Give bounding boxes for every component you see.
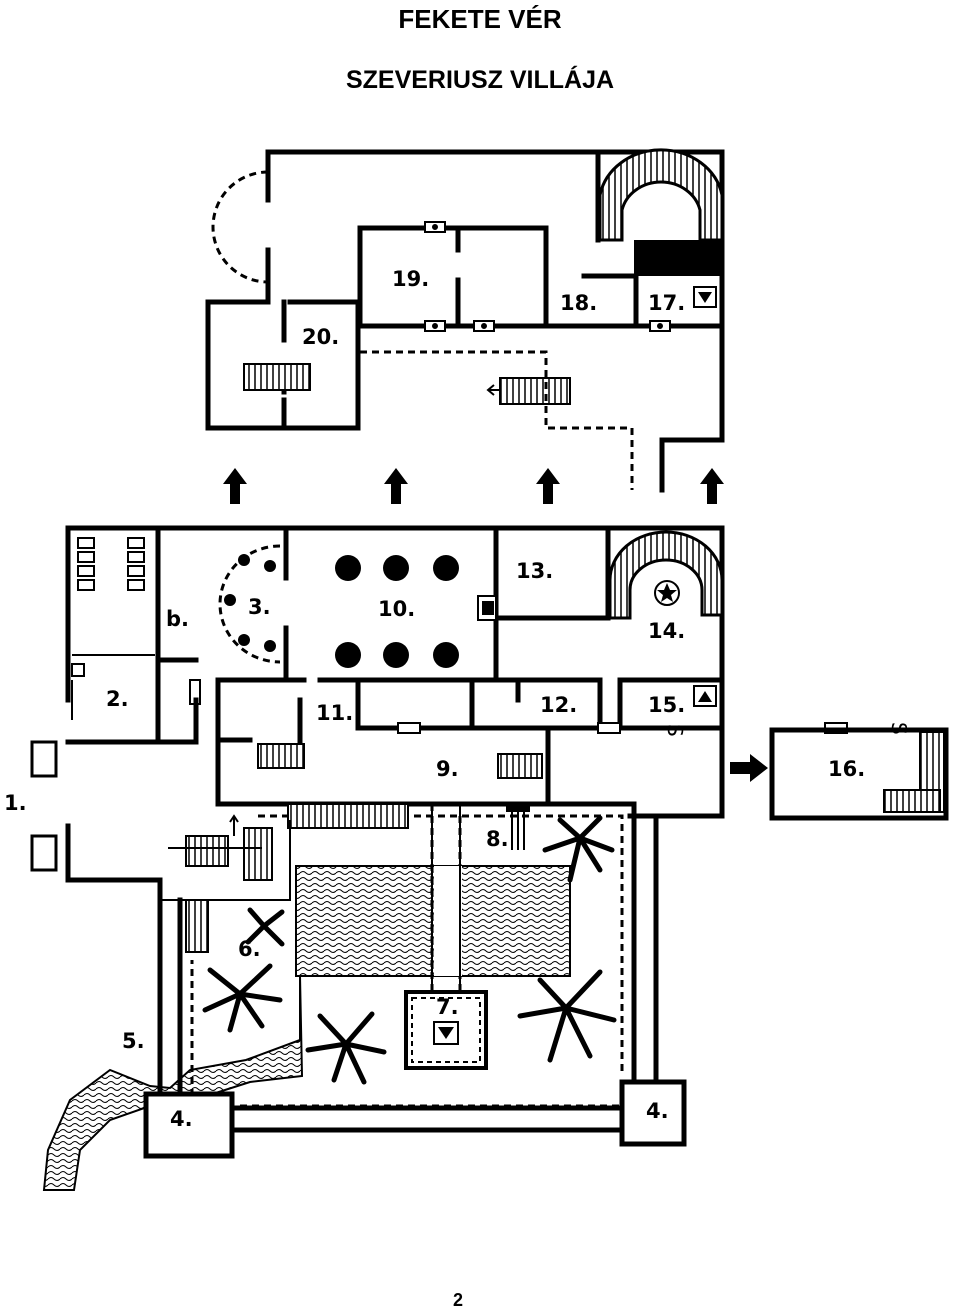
- room-label-12: 12.: [540, 693, 577, 717]
- room-label-14: 14.: [648, 619, 685, 643]
- dark-block: [634, 240, 722, 276]
- down-triangle-icon: [433, 1021, 459, 1045]
- up-triangle-icon: [693, 685, 717, 707]
- room-label-2: 2.: [106, 687, 129, 711]
- staircase-icon: [497, 753, 543, 779]
- bay-window: [211, 170, 269, 284]
- ground-floor: S S: [30, 525, 949, 883]
- room-label-17: 17.: [648, 291, 685, 315]
- window-markers: [424, 221, 671, 332]
- room-label-4-right: 4.: [646, 1099, 669, 1123]
- room-label-20: 20.: [302, 325, 339, 349]
- room-label-10: 10.: [378, 597, 415, 621]
- map-subtitle: SZEVERIUSZ VILLÁJA: [345, 66, 615, 94]
- right-arrow-icon: [730, 754, 768, 782]
- room-label-19: 19.: [392, 267, 429, 291]
- rotunda: [218, 544, 281, 664]
- tree-icon: [202, 815, 617, 1085]
- room-label-15: 15.: [648, 693, 685, 717]
- room-label-9: 9.: [436, 757, 459, 781]
- spiral-staircase-icon: [608, 530, 724, 620]
- room-label-1: 1.: [4, 791, 27, 815]
- map-title: FEKETE VÉR: [398, 4, 562, 34]
- upper-floor: [205, 148, 725, 493]
- down-triangle-icon: [693, 286, 717, 308]
- room-label-5: 5.: [122, 1029, 145, 1053]
- staircase-icon: [243, 363, 311, 391]
- room-label-13: 13.: [516, 559, 553, 583]
- staircase-icon: [499, 377, 571, 405]
- room-label-4-left: 4.: [170, 1107, 193, 1131]
- svg-text:S: S: [663, 724, 687, 737]
- star-icon: [654, 580, 680, 606]
- room-label-6: 6.: [238, 937, 261, 961]
- room-label-11: 11.: [316, 701, 353, 725]
- room-label-16: 16.: [828, 757, 865, 781]
- staircase-icon: [287, 803, 409, 829]
- staircase-icon: [257, 743, 305, 769]
- spiral-staircase-icon: [598, 148, 724, 242]
- up-arrow-icon: [223, 468, 724, 504]
- racks: [71, 537, 201, 705]
- columns: [335, 555, 459, 668]
- room-label-b: b.: [166, 607, 189, 631]
- room-label-3: 3.: [248, 595, 271, 619]
- room-label-18: 18.: [560, 291, 597, 315]
- page-number: 2: [452, 1290, 463, 1310]
- room-label-7: 7.: [436, 995, 459, 1019]
- room-labels: 1. 2. b. 3. 4. 4. 5. 6. 7. 8. 9. 10. 11.…: [4, 267, 865, 1131]
- garden: [42, 801, 687, 1191]
- room-label-8: 8.: [486, 827, 509, 851]
